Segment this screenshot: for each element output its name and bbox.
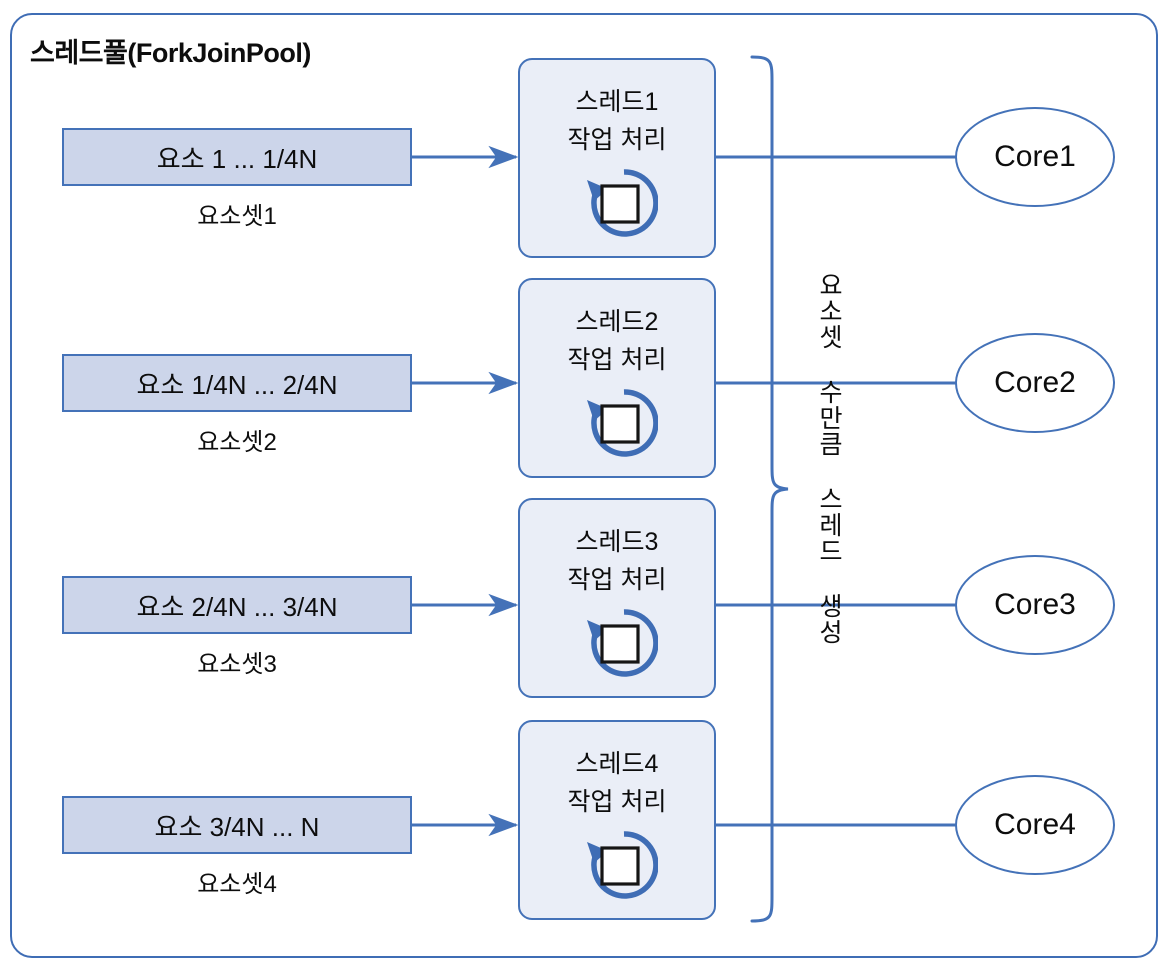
elementset-range-label: 요소 2/4N ... 3/4N bbox=[136, 591, 338, 622]
elementset-caption-4: 요소셋4 bbox=[197, 871, 277, 898]
elementset-box-2[interactable]: 요소 1/4N ... 2/4N bbox=[62, 354, 412, 412]
elementset-range-label: 요소 3/4N ... N bbox=[154, 811, 320, 842]
elementset-box-4[interactable]: 요소 3/4N ... N bbox=[62, 796, 412, 854]
elementset-caption-3: 요소셋3 bbox=[197, 651, 277, 678]
thread-box-1[interactable]: 스레드1 작업 처리 bbox=[518, 58, 716, 258]
processing-loop-icon bbox=[587, 831, 658, 899]
core-node-3[interactable]: Core3 bbox=[955, 555, 1115, 655]
elementset-range-label: 요소 1/4N ... 2/4N bbox=[136, 369, 338, 400]
elementset-caption-2: 요소셋2 bbox=[197, 429, 277, 456]
thread-action-label: 작업 처리 bbox=[567, 788, 667, 816]
elementset-caption-1: 요소셋1 bbox=[197, 203, 277, 230]
page-title: 스레드풀(ForkJoinPool) bbox=[30, 38, 311, 68]
elementset-box-1[interactable]: 요소 1 ... 1/4N bbox=[62, 128, 412, 186]
processing-loop-icon bbox=[587, 609, 658, 677]
thread-pool-container bbox=[10, 13, 1158, 958]
thread-action-label: 작업 처리 bbox=[567, 346, 667, 374]
thread-name-label: 스레드4 bbox=[575, 750, 659, 778]
core-node-2[interactable]: Core2 bbox=[955, 333, 1115, 433]
core-label: Core3 bbox=[994, 588, 1076, 621]
core-label: Core1 bbox=[994, 140, 1076, 173]
core-label: Core2 bbox=[994, 366, 1076, 399]
core-node-1[interactable]: Core1 bbox=[955, 107, 1115, 207]
processing-loop-icon bbox=[587, 169, 658, 237]
brace-caption-label: 요소셋 수만큼 스레드 생성 bbox=[815, 272, 843, 645]
thread-name-label: 스레드1 bbox=[575, 88, 659, 116]
elementset-box-3[interactable]: 요소 2/4N ... 3/4N bbox=[62, 576, 412, 634]
core-label: Core4 bbox=[994, 808, 1076, 841]
thread-action-label: 작업 처리 bbox=[567, 566, 667, 594]
thread-box-3[interactable]: 스레드3 작업 처리 bbox=[518, 498, 716, 698]
thread-name-label: 스레드2 bbox=[575, 308, 659, 336]
thread-box-2[interactable]: 스레드2 작업 처리 bbox=[518, 278, 716, 478]
thread-box-4[interactable]: 스레드4 작업 처리 bbox=[518, 720, 716, 920]
core-node-4[interactable]: Core4 bbox=[955, 775, 1115, 875]
elementset-range-label: 요소 1 ... 1/4N bbox=[156, 143, 318, 174]
thread-action-label: 작업 처리 bbox=[567, 126, 667, 154]
thread-name-label: 스레드3 bbox=[575, 528, 659, 556]
processing-loop-icon bbox=[587, 389, 658, 457]
